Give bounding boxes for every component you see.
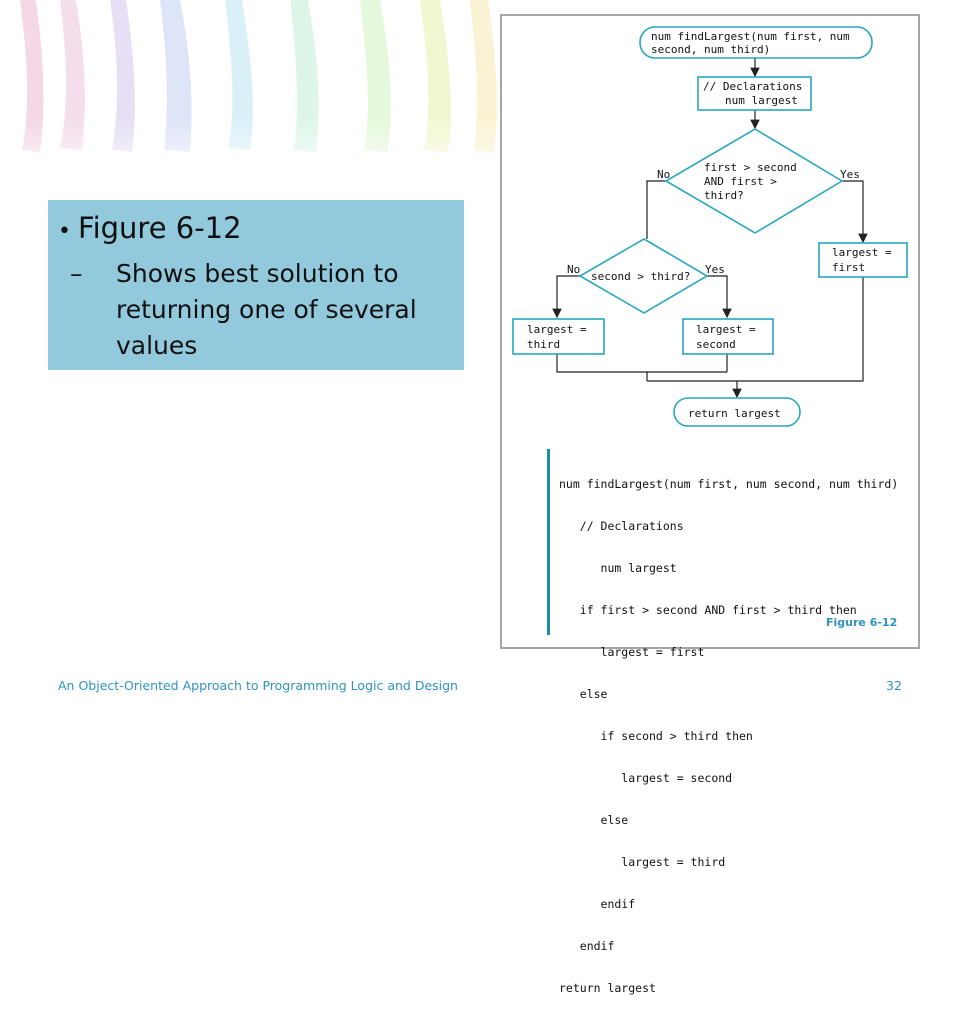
decision-1-text-3: third?: [704, 189, 744, 202]
largest-second-text-1: largest =: [696, 323, 756, 336]
largest-third-text-2: third: [527, 338, 560, 351]
largest-second-text-2: second: [696, 338, 736, 351]
code-line: // Declarations: [559, 519, 684, 533]
code-line: else: [559, 813, 629, 827]
code-line: num largest: [559, 561, 677, 575]
decision-1-no-label: No: [657, 168, 670, 181]
start-terminal: [639, 26, 873, 59]
decision-2-text: second > third?: [591, 270, 690, 283]
largest-second-box: [682, 318, 774, 355]
end-terminal: [673, 397, 801, 427]
decl-text-1: // Declarations: [703, 80, 802, 93]
bullet-item: • Figure 6-12: [58, 210, 452, 250]
decision-1-yes-label: Yes: [840, 168, 860, 181]
declarations-box: [697, 76, 812, 111]
decision-1-text-1: first > second: [704, 161, 797, 174]
code-line: largest = third: [559, 855, 726, 869]
decision-1: [664, 128, 844, 234]
figure-caption: Figure 6-12: [826, 616, 898, 629]
largest-third-text-1: largest =: [527, 323, 587, 336]
decision-2-no-label: No: [567, 263, 580, 276]
code-line: return largest: [559, 981, 656, 995]
code-line: endif: [559, 939, 615, 953]
footer-text: An Object-Oriented Approach to Programmi…: [58, 678, 458, 693]
bullet-box: • Figure 6-12 – Shows best solution to r…: [48, 200, 464, 370]
decl-text-2: num largest: [725, 94, 798, 107]
code-line: largest = first: [559, 645, 705, 659]
largest-first-box: [818, 242, 908, 278]
sub-bullet-text: Shows best solution to returning one of …: [116, 259, 417, 360]
code-line: if second > third then: [559, 729, 753, 743]
decision-2: [578, 238, 709, 314]
sub-bullet-item: – Shows best solution to returning one o…: [58, 256, 452, 364]
code-line: if first > second AND first > third then: [559, 603, 857, 617]
code-line: num findLargest(num first, num second, n…: [559, 477, 899, 491]
largest-third-box: [512, 318, 605, 355]
largest-first-text-2: first: [832, 261, 865, 274]
sub-bullet-dash: –: [70, 259, 83, 288]
pseudocode-bar: [547, 449, 550, 635]
end-text: return largest: [688, 407, 781, 420]
decision-1-text-2: AND first >: [704, 175, 777, 188]
start-text-2: second, num third): [651, 43, 770, 56]
decision-2-yes-label: Yes: [705, 263, 725, 276]
largest-first-text-1: largest =: [832, 246, 892, 259]
pseudocode-block: num findLargest(num first, num second, n…: [559, 449, 898, 1009]
bullet-main-text: Figure 6-12: [78, 211, 242, 245]
start-text-1: num findLargest(num first, num: [651, 30, 850, 43]
code-line: endif: [559, 897, 636, 911]
code-line: else: [559, 687, 608, 701]
flowchart: num findLargest(num first, num second, n…: [512, 26, 908, 427]
code-line: largest = second: [559, 771, 733, 785]
bullet-dot: •: [58, 219, 71, 244]
page-number: 32: [886, 678, 902, 693]
